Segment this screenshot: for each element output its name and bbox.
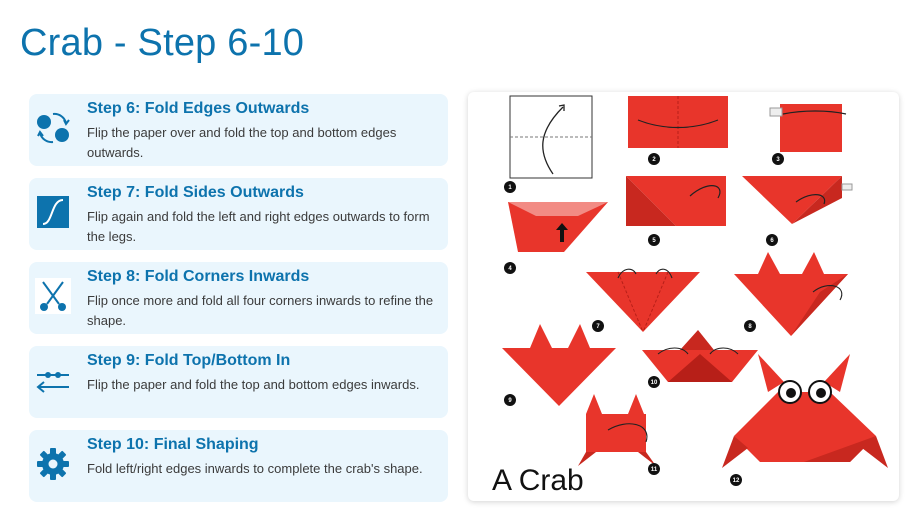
badge-5: 5 [652,238,656,244]
scissors-icon [35,278,71,314]
step-description: Flip again and fold the left and right e… [87,209,430,244]
step-card-10: Step 10: Final Shaping Fold left/right e… [29,430,448,502]
figure-caption: A Crab [492,464,584,497]
step-title: Step 7: Fold Sides Outwards [87,184,304,201]
diagram-step-10 [642,330,758,382]
step-card-6: Step 6: Fold Edges Outwards Flip the pap… [29,94,448,166]
diagram-step-11 [578,394,656,466]
badge-6: 6 [770,238,774,244]
diagram-step-7 [586,268,700,333]
diagram-step-5 [626,176,726,226]
diagram-step-6 [742,176,853,224]
step-card-8: Step 8: Fold Corners Inwards Flip once m… [29,262,448,334]
steps-list: Step 6: Fold Edges Outwards Flip the pap… [29,94,448,514]
gear-icon [35,446,71,482]
diagram-step-8 [734,252,848,336]
badge-9: 9 [508,398,512,404]
step-card-7: Step 7: Fold Sides Outwards Flip again a… [29,178,448,250]
badge-2: 2 [652,157,656,163]
step-title: Step 8: Fold Corners Inwards [87,268,310,285]
step-title: Step 6: Fold Edges Outwards [87,100,310,117]
origami-crab-diagram: 1 2 3 4 5 6 7 8 9 10 11 12 A Crab [468,92,899,501]
diagram-step-2 [628,96,728,148]
step-title: Step 9: Fold Top/Bottom In [87,352,291,369]
step-description: Flip once more and fold all four corners… [87,293,434,328]
step-number-badges: 1 2 3 4 5 6 7 8 9 10 11 12 [504,153,784,486]
origami-steps-illustration: 1 2 3 4 5 6 7 8 9 10 11 12 [502,95,888,486]
step-description: Flip the paper over and fold the top and… [87,125,397,160]
badge-10: 10 [651,380,658,386]
badge-4: 4 [508,266,512,272]
step-card-9: Step 9: Fold Top/Bottom In Flip the pape… [29,346,448,418]
arrow-connect-icon [35,362,71,398]
badge-12: 12 [733,478,740,484]
diagram-step-12 [722,354,888,468]
badge-8: 8 [748,324,752,330]
badge-3: 3 [776,157,780,163]
diagram-step-9 [502,324,616,406]
diagram-step-3 [769,104,847,152]
step-description: Fold left/right edges inwards to complet… [87,461,423,476]
page-title: Crab - Step 6-10 [20,22,305,64]
step-description: Flip the paper and fold the top and bott… [87,377,420,392]
diagram-step-1 [509,95,593,179]
curve-icon [35,194,71,230]
badge-11: 11 [651,467,658,473]
step-title: Step 10: Final Shaping [87,436,259,453]
badge-1: 1 [508,185,512,191]
diagram-step-4 [508,202,608,252]
flip-arrows-icon [35,110,71,146]
badge-7: 7 [596,324,600,330]
